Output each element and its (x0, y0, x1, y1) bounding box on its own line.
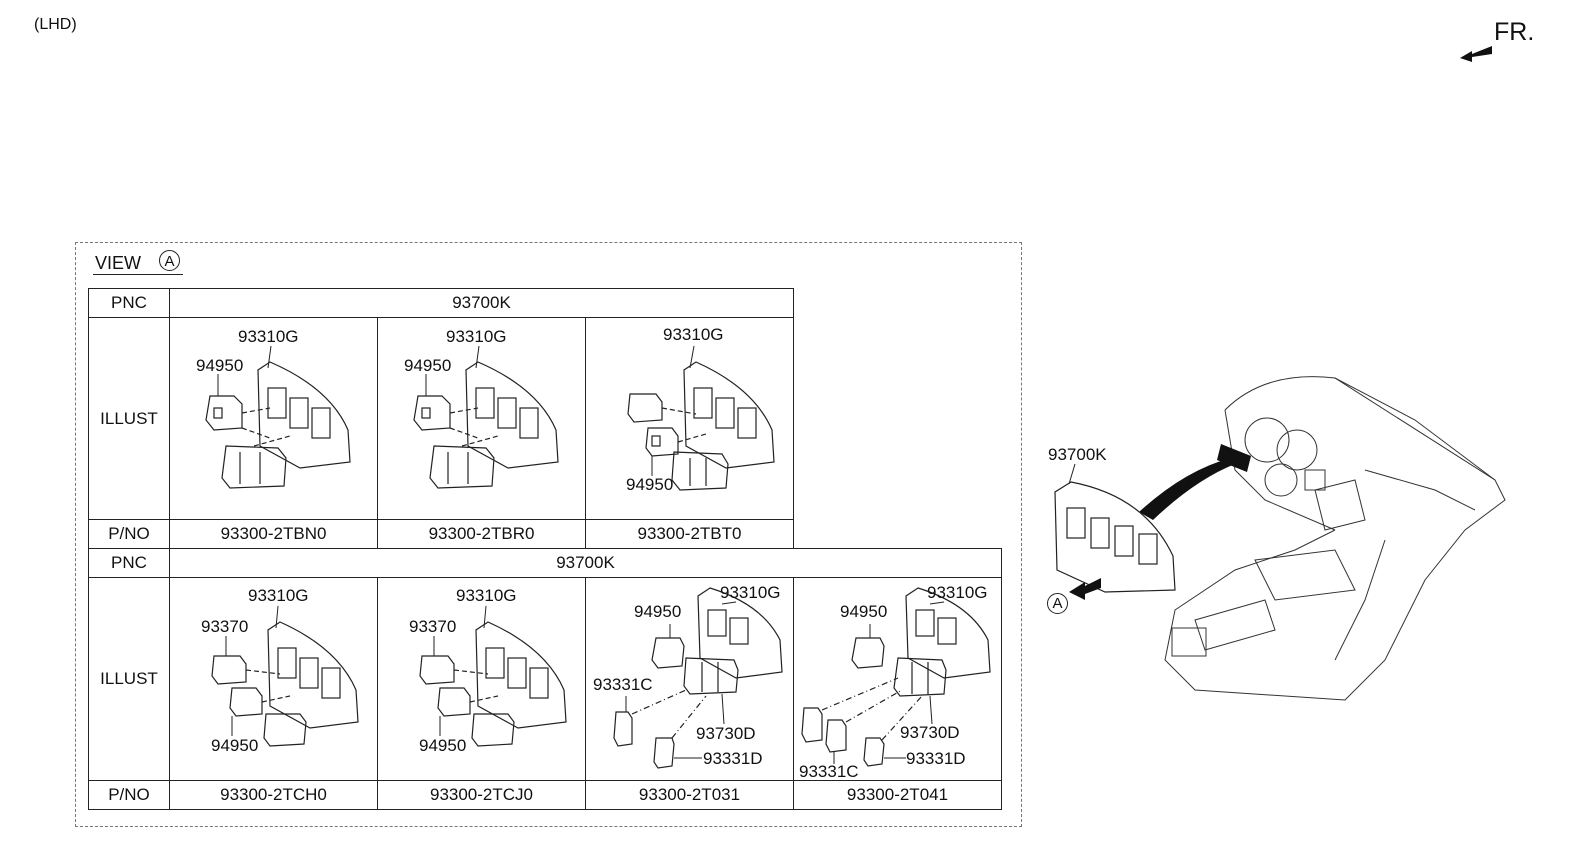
part-number: 93300-2TBN0 (169, 519, 378, 549)
callout-93730d: 93730D (696, 724, 756, 743)
view-label: VIEW (95, 253, 142, 273)
callout-93310g: 93310G (456, 586, 517, 605)
illust-cell: 94950 93310G 93331C 93730D 93331D (585, 577, 794, 781)
switch-panel-drawing (801, 587, 991, 767)
view-underline (93, 274, 183, 275)
pno-row-label: P/NO (88, 519, 170, 549)
illust-row-label: ILLUST (88, 317, 170, 520)
overview-part-label: 93700K (1048, 445, 1107, 464)
pno-row-label: P/NO (88, 780, 170, 810)
pnc-row-label: PNC (88, 288, 170, 318)
pnc-value: 93700K (169, 548, 1002, 578)
illust-cell: 93310G 94950 (585, 317, 794, 520)
callout-93310g: 93310G (238, 327, 299, 346)
part-number: 93300-2T041 (793, 780, 1002, 810)
switch-panel-drawing (211, 605, 359, 747)
view-marker: A (159, 250, 180, 271)
view-a-frame (75, 242, 1022, 827)
callout-93310g: 93310G (927, 583, 988, 602)
dashboard-overview-drawing (1054, 376, 1506, 701)
switch-panel-drawing (205, 345, 351, 489)
illust-cell: 93310G 94950 (377, 317, 586, 520)
callout-94950: 94950 (211, 736, 259, 755)
callout-94950: 94950 (404, 356, 452, 375)
switch-panel-drawing (627, 345, 775, 491)
callout-94950: 94950 (626, 475, 674, 494)
switch-panel-drawing (613, 587, 783, 769)
switch-panel-drawing (413, 345, 559, 489)
part-number: 93300-2TBR0 (377, 519, 586, 549)
variant-label: (LHD) (34, 16, 77, 33)
illust-row-label: ILLUST (88, 577, 170, 781)
callout-93331c: 93331C (799, 762, 859, 781)
pnc-value: 93700K (169, 288, 794, 318)
callout-93730d: 93730D (900, 723, 960, 742)
callout-93331d: 93331D (703, 749, 763, 768)
part-number: 93300-2TCH0 (169, 780, 378, 810)
callout-94950: 94950 (840, 602, 888, 621)
callout-93370: 93370 (409, 617, 457, 636)
part-number: 93300-2TCJ0 (377, 780, 586, 810)
illust-cell: 93310G 93370 94950 (377, 577, 586, 781)
pnc-row-label: PNC (88, 548, 170, 578)
callout-93310g: 93310G (720, 583, 781, 602)
illust-cell: 94950 93310G 93730D 93331C 93331D (793, 577, 1002, 781)
part-number: 93300-2T031 (585, 780, 794, 810)
callout-93310g: 93310G (446, 327, 507, 346)
part-number: 93300-2TBT0 (585, 519, 794, 549)
illust-cell: 93310G 94950 (169, 317, 378, 520)
callout-93310g: 93310G (663, 325, 724, 344)
callout-94950: 94950 (634, 602, 682, 621)
parts-table-bottom: PNC 93700K ILLUST 93310G 93370 94950 (88, 548, 1002, 810)
illust-cell: 93310G 93370 94950 (169, 577, 378, 781)
front-label: FR. (1494, 18, 1535, 46)
callout-93331c: 93331C (593, 675, 653, 694)
callout-93331d: 93331D (906, 749, 966, 768)
callout-94950: 94950 (419, 736, 467, 755)
parts-table-top: PNC 93700K ILLUST 93310G 94950 (88, 288, 794, 549)
callout-93310g: 93310G (248, 586, 309, 605)
callout-94950: 94950 (196, 356, 244, 375)
switch-panel-drawing (419, 605, 567, 747)
front-arrow-icon (1460, 46, 1492, 62)
overview-view-marker: A (1047, 593, 1068, 614)
callout-93370: 93370 (201, 617, 249, 636)
